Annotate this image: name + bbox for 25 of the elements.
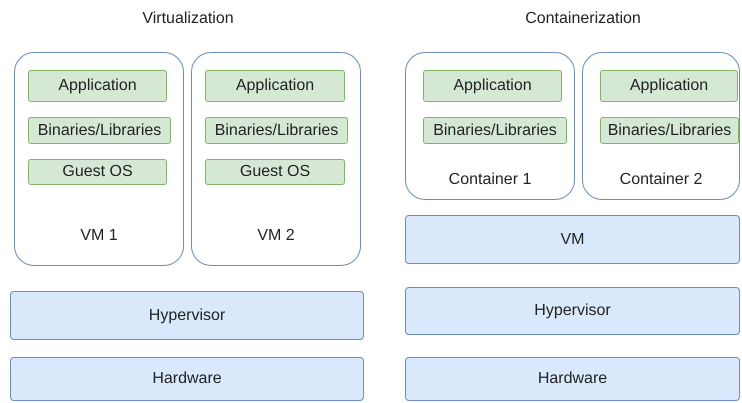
stack-layer-box: Application (205, 70, 345, 102)
platform-layer-bar: Hardware (405, 357, 740, 401)
stack-layer-box: Binaries/Libraries (600, 117, 739, 144)
stack-layer-box: Application (28, 70, 167, 102)
vm-frame (14, 52, 184, 266)
stack-layer-box: Guest OS (28, 159, 167, 185)
stack-layer-box: Application (600, 70, 738, 102)
stack-layer-box: Binaries/Libraries (423, 117, 567, 144)
frame-label: Container 2 (618, 171, 704, 189)
stack-layer-box: Binaries/Libraries (28, 117, 171, 144)
stack-layer-box: Binaries/Libraries (205, 117, 348, 144)
vm-frame (191, 52, 361, 266)
platform-layer-bar: Hypervisor (405, 287, 740, 335)
stack-layer-box: Application (423, 70, 562, 102)
frame-label: Container 1 (448, 171, 532, 189)
container-frame (405, 52, 575, 200)
platform-layer-bar: VM (405, 215, 740, 264)
container-frame (582, 52, 740, 200)
platform-layer-bar: Hardware (10, 357, 364, 401)
stack-layer-box: Guest OS (205, 159, 345, 185)
section-heading: Virtualization (142, 10, 234, 28)
frame-label: VM 2 (256, 227, 296, 245)
section-heading: Containerization (525, 10, 641, 28)
frame-label: VM 1 (79, 227, 119, 245)
platform-layer-bar: Hypervisor (10, 291, 364, 340)
